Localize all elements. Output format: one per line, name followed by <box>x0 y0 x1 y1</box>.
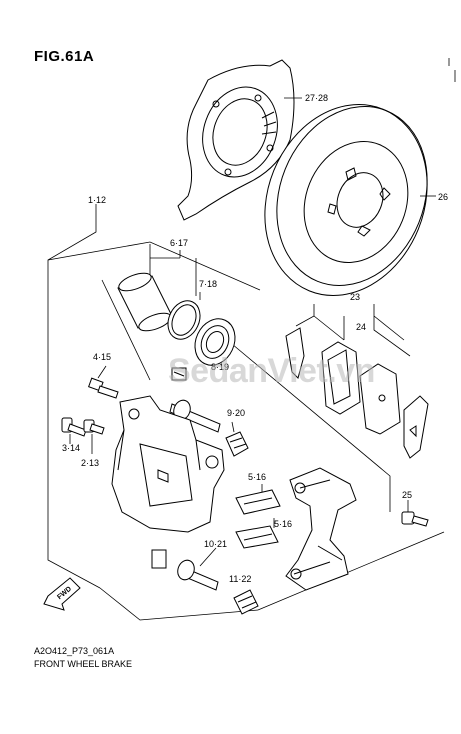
callout-5-16-upper: 5·16 <box>248 472 266 482</box>
brake-disc <box>264 104 428 296</box>
callout-10-21: 10·21 <box>204 539 227 549</box>
callout-5-16-lower: 5·16 <box>274 519 292 529</box>
guide-pin-lower <box>177 559 219 591</box>
callout-23: 23 <box>350 292 360 302</box>
callout-2-13: 2·13 <box>81 458 99 468</box>
figure-code: A2O412_P73_061A <box>34 646 115 656</box>
pad-clip-lower <box>235 525 279 549</box>
callout-11-22: 11·22 <box>229 574 251 584</box>
figure-caption: FRONT WHEEL BRAKE <box>34 659 133 669</box>
pad-clip-upper <box>235 489 281 515</box>
watermark: SedanViet.vn <box>168 352 375 390</box>
piston-seal <box>167 300 201 340</box>
cap-lower <box>151 549 167 569</box>
dust-shield <box>177 59 295 221</box>
callout-8-19: 8·19 <box>211 362 229 372</box>
guide-pin-upper <box>169 399 221 433</box>
guide-boot-lower <box>233 589 259 615</box>
callout-26: 26 <box>438 192 448 202</box>
bleeder-cap <box>171 367 187 381</box>
callout-6-17: 6·17 <box>170 238 188 248</box>
caliper-carrier <box>285 467 357 591</box>
guide-boot-upper <box>225 431 249 457</box>
callout-24: 24 <box>356 322 366 332</box>
bleeder-screw <box>88 377 119 399</box>
callout-4-15: 4·15 <box>93 352 111 362</box>
caliper-body <box>111 395 225 533</box>
callout-7-18: 7·18 <box>199 279 217 289</box>
callout-1-12: 1·12 <box>88 195 106 205</box>
callout-9-20: 9·20 <box>227 408 245 418</box>
callout-25: 25 <box>402 490 412 500</box>
callout-3-14: 3·14 <box>62 443 80 453</box>
caliper-bolt <box>61 417 87 437</box>
brake-pad-set <box>285 304 429 459</box>
forward-direction-arrow <box>43 577 81 611</box>
dust-boot <box>194 318 236 366</box>
figure-title: FIG.61A <box>34 48 95 65</box>
callout-27-28: 27·28 <box>305 93 328 103</box>
carrier-bolt <box>401 511 429 527</box>
caliper-piston <box>117 272 173 332</box>
assembly-outline <box>47 204 445 621</box>
caliper-bolt-2 <box>83 419 105 435</box>
